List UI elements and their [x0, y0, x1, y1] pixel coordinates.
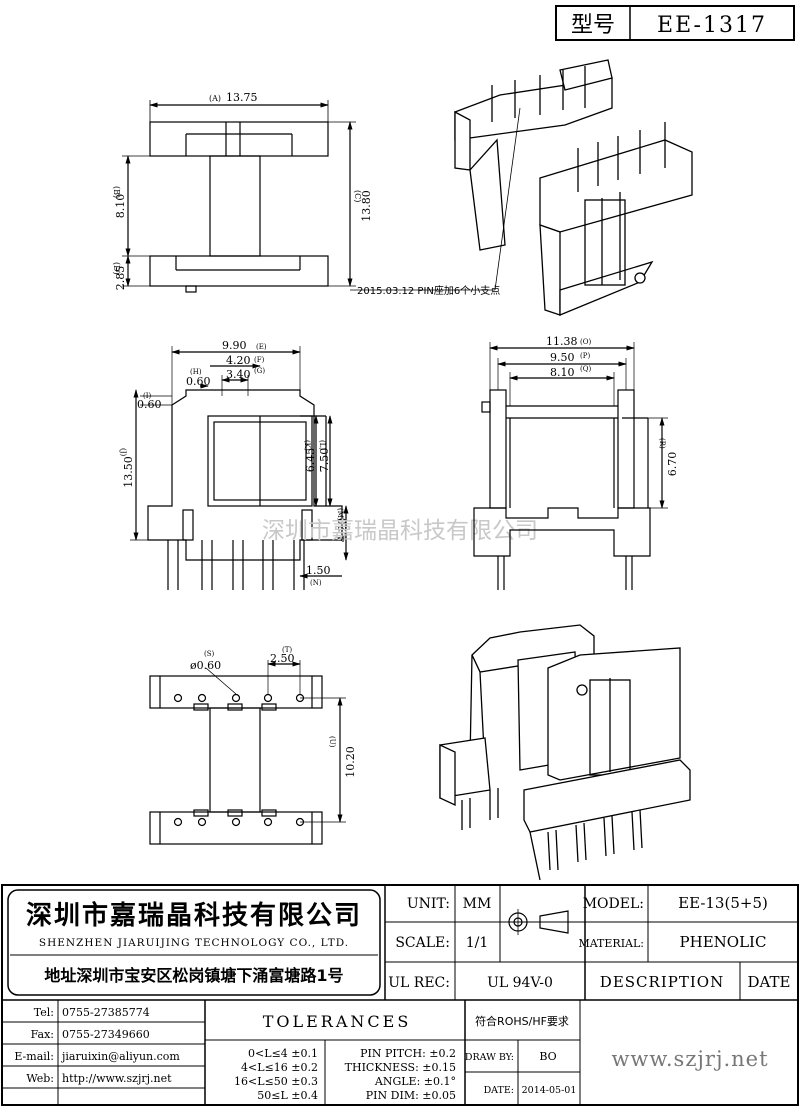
dim-o: 11.38 — [546, 335, 578, 348]
tel-value: 0755-27385774 — [62, 1006, 150, 1019]
svg-text:(D): (D) — [112, 262, 121, 275]
svg-text:(S): (S) — [204, 650, 215, 658]
dim-b: 8.10 — [114, 194, 127, 219]
svg-text:Tel:: Tel: — [34, 1006, 54, 1019]
svg-text:(F): (F) — [254, 356, 265, 364]
svg-text:MODEL:: MODEL: — [583, 896, 644, 912]
svg-text:DATE:: DATE: — [484, 1085, 514, 1096]
view-bottom — [149, 660, 346, 845]
svg-text:PIN PITCH: ±0.2: PIN PITCH: ±0.2 — [360, 1047, 456, 1060]
svg-text:(H): (H) — [190, 368, 202, 376]
view-top-left-labels: (A) 13.75 13.80 (C) 8.10 (B) 2.85 (D) — [112, 91, 373, 290]
svg-text:(N): (N) — [310, 579, 322, 587]
svg-text:DESCRIPTION: DESCRIPTION — [600, 973, 724, 991]
svg-text:(E): (E) — [256, 343, 267, 351]
svg-text:16<L≤50 ±0.3: 16<L≤50 ±0.3 — [234, 1075, 318, 1088]
svg-text:DRAW BY:: DRAW BY: — [465, 1052, 514, 1063]
model-title-label: 型号 — [571, 13, 615, 38]
dim-a: 13.75 — [226, 91, 258, 104]
view-front — [130, 346, 349, 590]
svg-text:(G): (G) — [254, 367, 265, 375]
svg-text:THICKNESS: ±0.15: THICKNESS: ±0.15 — [345, 1061, 456, 1074]
dim-r: 6.70 — [666, 452, 679, 477]
svg-text:PIN DIM: ±0.05: PIN DIM: ±0.05 — [366, 1089, 456, 1102]
svg-text:DATE: DATE — [748, 973, 791, 991]
svg-text:0<L≤4 ±0.1: 0<L≤4 ±0.1 — [248, 1047, 318, 1060]
svg-text:(M): (M) — [336, 508, 344, 521]
svg-text:(R): (R) — [658, 438, 666, 449]
svg-text:(J): (J) — [119, 448, 127, 457]
fax-value: 0755-27349660 — [62, 1028, 150, 1041]
scale-value: 1/1 — [466, 935, 489, 951]
email-value: jiaruixin@aliyun.com — [60, 1050, 180, 1063]
svg-text:(Q): (Q) — [580, 365, 591, 373]
dim-u: 10.20 — [344, 746, 357, 778]
web-value: http://www.szjrj.net — [62, 1072, 172, 1085]
view-isometric-top — [350, 59, 693, 316]
view-side-labels: 11.38 (O) 9.50 (P) 8.10 (Q) 6.70 (R) — [546, 335, 679, 476]
view-bottom-labels: ø0.60 (S) 2.50 (T) 10.20 (U) — [190, 646, 357, 778]
view-top-left — [122, 100, 356, 293]
dim-j: 13.50 — [122, 456, 135, 488]
ulrec-value: UL 94V-0 — [487, 975, 553, 991]
company-address: 地址深圳市宝安区松岗镇塘下涌富塘路1号 — [44, 966, 343, 985]
svg-text:UL REC:: UL REC: — [388, 975, 450, 991]
revision-note: 2015.03.12 PIN座加6个小支点 — [357, 284, 500, 297]
svg-text:SCALE:: SCALE: — [395, 935, 450, 951]
dim-c: 13.80 — [360, 190, 373, 222]
view-front-labels: 9.90 (E) 4.20 (F) 3.40 (G) 0.60 (H) 0.60… — [119, 339, 349, 587]
dim-p: 9.50 — [550, 351, 575, 364]
svg-text:(B): (B) — [112, 186, 121, 198]
website-footer: www.szjrj.net — [611, 1047, 768, 1071]
dim-s: ø0.60 — [190, 659, 221, 672]
svg-text:(U): (U) — [328, 736, 336, 748]
svg-text:(K): (K) — [303, 440, 311, 451]
material-value: PHENOLIC — [680, 933, 767, 951]
svg-text:4<L≤16 ±0.2: 4<L≤16 ±0.2 — [241, 1061, 318, 1074]
model-title-value: EE-1317 — [657, 13, 767, 38]
tolerances-title: TOLERANCES — [263, 1012, 412, 1031]
model-value: EE-13(5+5) — [678, 894, 768, 912]
svg-text:(T): (T) — [282, 646, 292, 654]
unit-value: MM — [463, 896, 492, 912]
dim-e: 9.90 — [222, 339, 247, 352]
company-name-en: SHENZHEN JIARUIJING TECHNOLOGY CO., LTD. — [39, 937, 349, 949]
svg-text:UNIT:: UNIT: — [407, 896, 450, 912]
dim-l: 7.50 — [318, 448, 331, 473]
dim-g: 3.40 — [226, 368, 251, 381]
dim-t: 2.50 — [270, 652, 295, 665]
model-title-box: 型号 EE-1317 — [555, 5, 795, 41]
svg-text:(P): (P) — [580, 352, 590, 360]
dim-m: 4.20 — [336, 518, 349, 543]
dim-d: 2.85 — [114, 266, 127, 291]
title-block-text: 深圳市嘉瑞晶科技有限公司 SHENZHEN JIARUIJING TECHNOL… — [14, 894, 790, 1102]
title-block — [1, 884, 799, 1106]
svg-text:Fax:: Fax: — [31, 1028, 54, 1041]
svg-text:(O): (O) — [580, 338, 591, 346]
svg-text:MATERIAL:: MATERIAL: — [578, 937, 644, 950]
company-name-cn: 深圳市嘉瑞晶科技有限公司 — [26, 900, 362, 931]
svg-text:(A): (A) — [209, 94, 221, 103]
svg-text:(I): (I) — [143, 392, 151, 400]
svg-text:(C): (C) — [353, 190, 362, 202]
svg-text:50≤L ±0.4: 50≤L ±0.4 — [257, 1089, 318, 1102]
svg-text:E-mail:: E-mail: — [14, 1050, 54, 1063]
dim-q: 8.10 — [550, 366, 575, 379]
dim-f: 4.20 — [226, 354, 251, 367]
drawn-by-value: BO — [539, 1050, 556, 1063]
dim-n: 1.50 — [306, 564, 331, 577]
dim-i: 0.60 — [137, 398, 162, 411]
dim-h: 0.60 — [186, 375, 211, 388]
view-isometric-bottom — [439, 624, 691, 881]
date-value: 2014-05-01 — [522, 1085, 577, 1096]
compliance-text: 符合ROHS/HF要求 — [475, 1014, 569, 1028]
dim-k: 6.45 — [304, 448, 317, 473]
watermark-text: 深圳市嘉瑞晶科技有限公司 — [262, 518, 538, 544]
svg-text:(L): (L) — [318, 440, 326, 450]
view-side — [473, 342, 668, 590]
svg-text:Web:: Web: — [26, 1072, 54, 1085]
svg-text:ANGLE: ±0.1°: ANGLE: ±0.1° — [374, 1075, 456, 1088]
